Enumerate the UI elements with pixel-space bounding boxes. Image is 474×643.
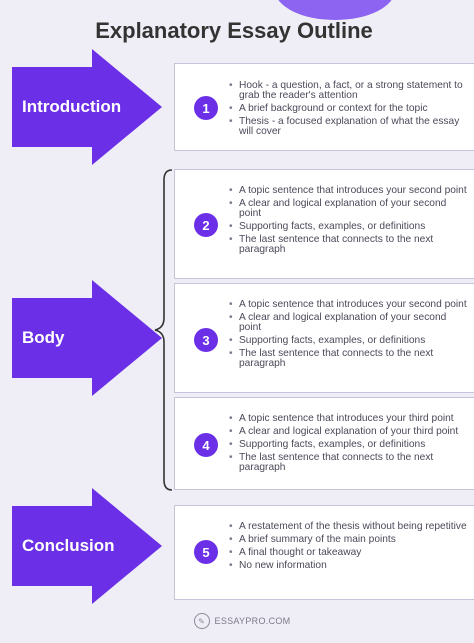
body-card-1: 2 A topic sentence that introduces your … bbox=[174, 169, 474, 279]
step-number: 1 bbox=[194, 96, 218, 120]
list-item: A final thought or takeaway bbox=[229, 547, 468, 558]
brand-name: ESSAYPRO.COM bbox=[214, 616, 291, 626]
list-item: A topic sentence that introduces your se… bbox=[229, 185, 468, 196]
intro-card: 1 Hook - a question, a fact, or a strong… bbox=[174, 63, 474, 151]
introduction-label: Introduction bbox=[22, 97, 122, 116]
introduction-arrow: Introduction bbox=[12, 49, 162, 165]
page-title: Explanatory Essay Outline bbox=[95, 18, 373, 43]
bullet-list: A topic sentence that introduces your se… bbox=[229, 185, 468, 258]
body-label: Body bbox=[22, 328, 65, 347]
list-item: Supporting facts, examples, or definitio… bbox=[229, 439, 468, 450]
step-number: 3 bbox=[194, 328, 218, 352]
brand-logo-icon: ✎ bbox=[193, 613, 210, 629]
arrow-shape bbox=[12, 49, 162, 165]
bullet-list: A topic sentence that introduces your se… bbox=[229, 299, 468, 372]
footer: ✎ ESSAYPRO.COM bbox=[0, 613, 474, 629]
bullet-list: A topic sentence that introduces your th… bbox=[229, 413, 468, 476]
step-number: 4 bbox=[194, 433, 218, 457]
list-item: Supporting facts, examples, or definitio… bbox=[229, 335, 468, 346]
list-item: A topic sentence that introduces your se… bbox=[229, 299, 468, 310]
arrow-shape bbox=[12, 488, 162, 604]
body-card-3: 4 A topic sentence that introduces your … bbox=[174, 397, 474, 490]
list-item: The last sentence that connects to the n… bbox=[229, 234, 468, 255]
body-brace bbox=[154, 169, 173, 491]
step-number: 5 bbox=[194, 540, 218, 564]
bullet-list: Hook - a question, a fact, or a strong s… bbox=[229, 80, 468, 140]
body-card-2: 3 A topic sentence that introduces your … bbox=[174, 283, 474, 393]
list-item: A clear and logical explanation of your … bbox=[229, 426, 468, 437]
list-item: A clear and logical explanation of your … bbox=[229, 198, 468, 219]
list-item: A topic sentence that introduces your th… bbox=[229, 413, 468, 424]
conclusion-label: Conclusion bbox=[22, 536, 115, 555]
list-item: A brief background or context for the to… bbox=[229, 103, 468, 114]
list-item: A clear and logical explanation of your … bbox=[229, 312, 468, 333]
conclusion-arrow: Conclusion bbox=[12, 488, 162, 604]
list-item: Supporting facts, examples, or definitio… bbox=[229, 221, 468, 232]
body-arrow: Body bbox=[12, 280, 162, 396]
list-item: A brief summary of the main points bbox=[229, 534, 468, 545]
list-item: A restatement of the thesis without bein… bbox=[229, 521, 468, 532]
list-item: The last sentence that connects to the n… bbox=[229, 452, 468, 473]
list-item: Thesis - a focused explanation of what t… bbox=[229, 116, 468, 137]
bullet-list: A restatement of the thesis without bein… bbox=[229, 521, 468, 574]
decorative-blob bbox=[275, 0, 395, 20]
step-number: 2 bbox=[194, 213, 218, 237]
conclusion-card: 5 A restatement of the thesis without be… bbox=[174, 505, 474, 600]
list-item: No new information bbox=[229, 560, 468, 571]
arrow-shape bbox=[12, 280, 162, 396]
list-item: Hook - a question, a fact, or a strong s… bbox=[229, 80, 468, 101]
list-item: The last sentence that connects to the n… bbox=[229, 348, 468, 369]
